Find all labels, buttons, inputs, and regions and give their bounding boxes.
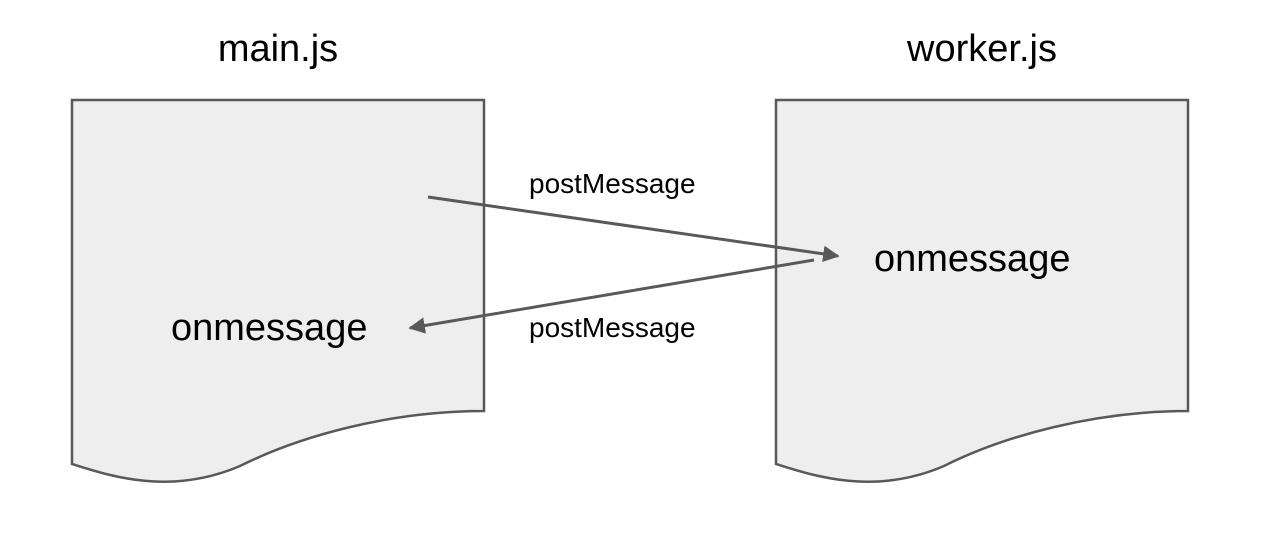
post-message-to-main-label: postMessage [529, 312, 696, 343]
worker-document-shape [774, 98, 1190, 483]
post-message-to-worker-label: postMessage [529, 168, 696, 199]
main-document-shape [70, 98, 486, 483]
main-onmessage-label: onmessage [171, 307, 368, 349]
arrow-to-main [408, 258, 815, 334]
worker-onmessage-label: onmessage [874, 238, 1071, 280]
worker-document-title: worker.js [907, 28, 1057, 70]
arrow-to-worker [427, 195, 840, 263]
main-document-title: main.js [217, 28, 339, 70]
